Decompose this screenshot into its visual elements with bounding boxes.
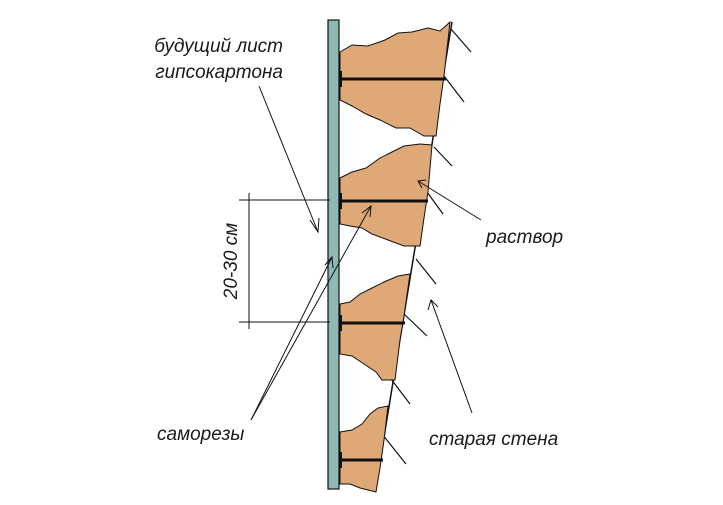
mortar-label: раствор (485, 227, 563, 248)
mortar-blobs (339, 20, 451, 493)
leader-lines (250, 85, 482, 421)
old-wall-hatching (381, 28, 472, 465)
screws-label: саморезы (157, 424, 244, 445)
dimension-marker (239, 193, 330, 329)
old-wall-label: старая стена (429, 429, 558, 450)
drywall-label-line1: будущий лист (154, 36, 283, 57)
mortar-blob-3 (339, 273, 411, 381)
drywall-label-line2: гипсокартона (155, 62, 283, 83)
drywall-sheet (327, 19, 340, 490)
mortar-blob-2 (339, 143, 433, 247)
dimension-label: 20-30 см (221, 223, 242, 300)
mortar-blob-4 (339, 405, 389, 493)
